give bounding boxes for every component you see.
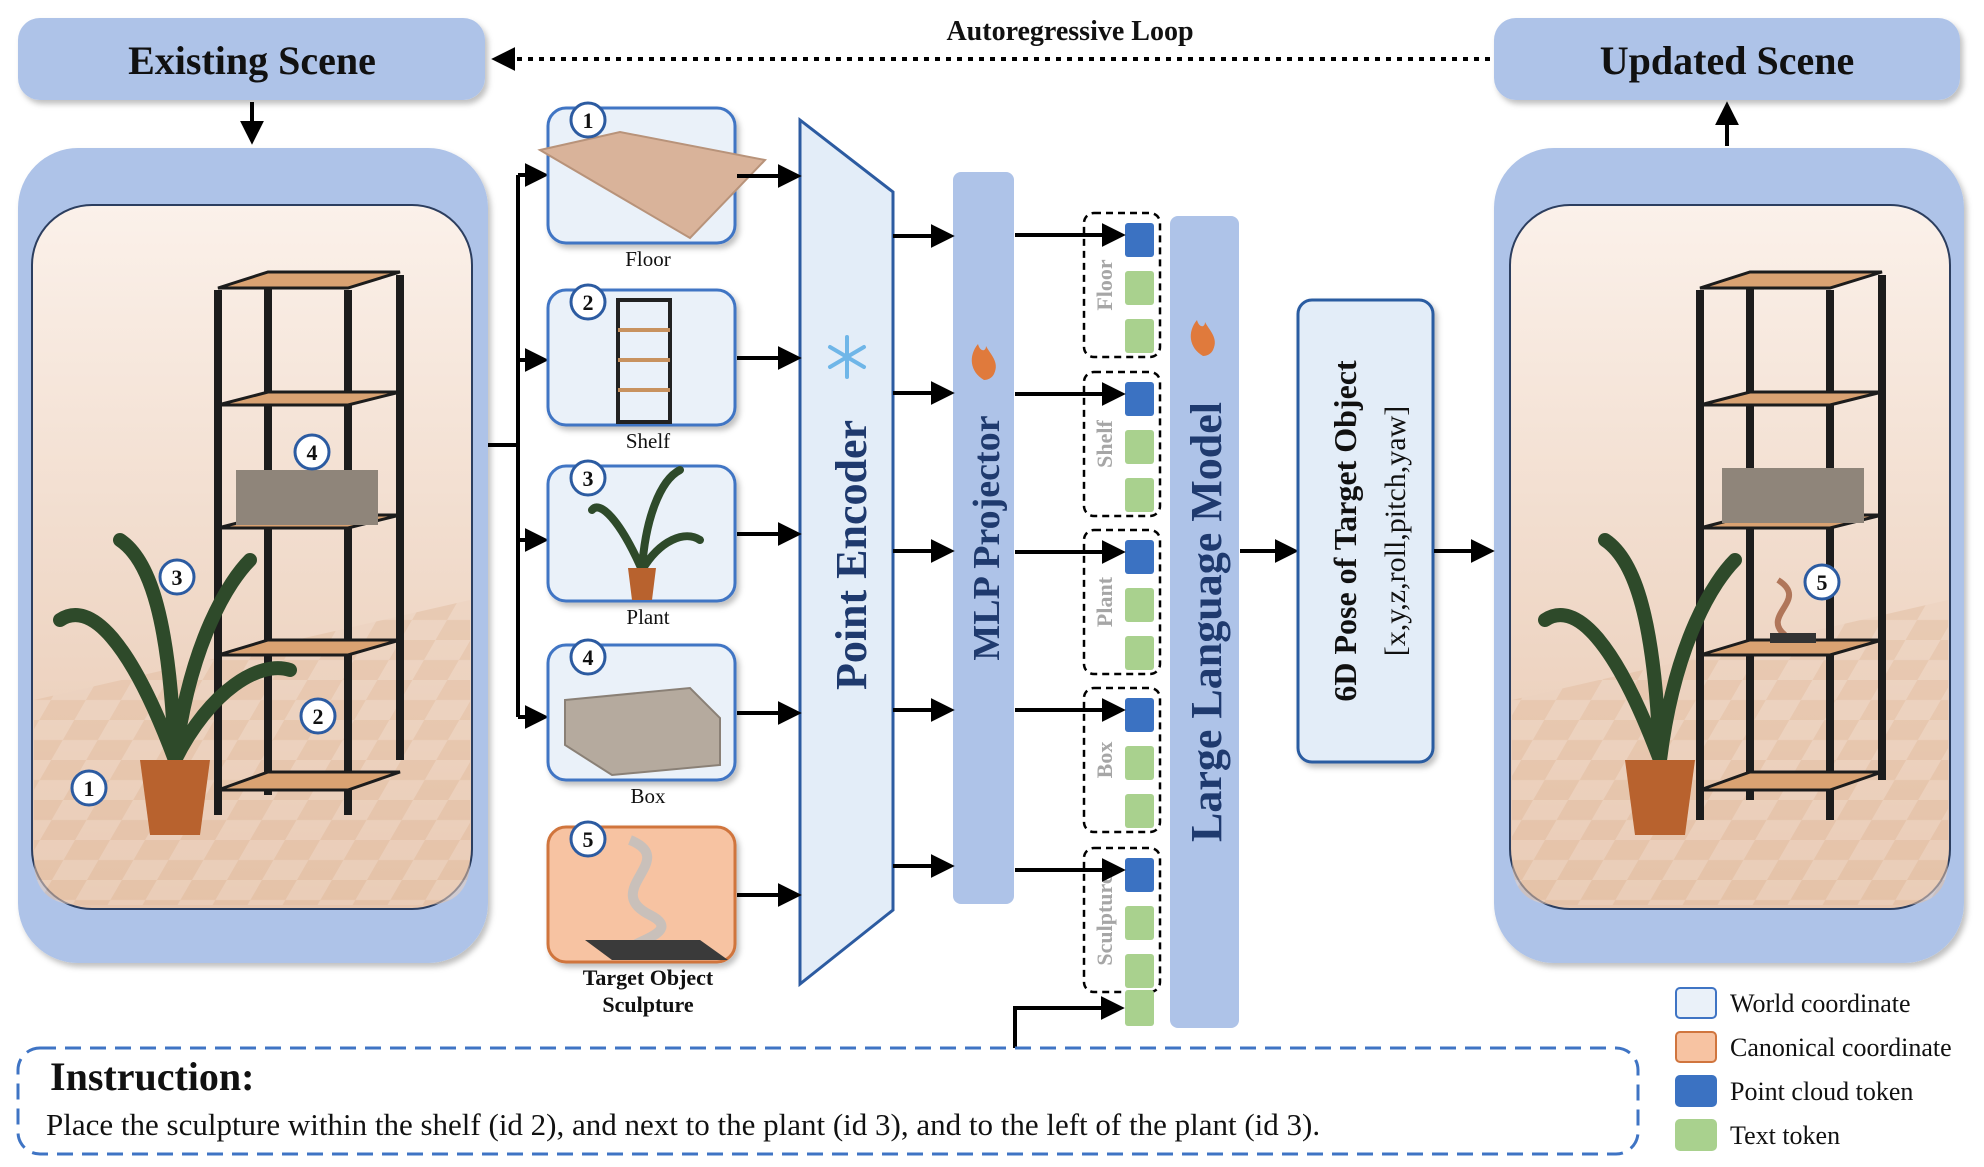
object-badge-4: 4 bbox=[569, 638, 607, 676]
large-language-model: Large Language Model bbox=[1170, 216, 1239, 1028]
token-group-label: Shelf bbox=[1092, 419, 1117, 467]
legend-swatch bbox=[1675, 1031, 1717, 1063]
legend-label: World coordinate bbox=[1730, 989, 1911, 1018]
text-token bbox=[1125, 319, 1154, 353]
legend-label: Text token bbox=[1730, 1121, 1840, 1150]
token-group-label: Sculpture bbox=[1092, 874, 1117, 966]
legend-label: Point cloud token bbox=[1730, 1077, 1913, 1106]
svg-text:1: 1 bbox=[583, 108, 594, 133]
flame-icon bbox=[971, 344, 996, 380]
existing-scene-panel bbox=[18, 148, 488, 963]
floor-thumbnail bbox=[537, 130, 767, 240]
svg-text:3: 3 bbox=[172, 565, 183, 590]
sculpture-label: Target Object bbox=[583, 965, 714, 990]
text-token bbox=[1125, 478, 1154, 512]
branch-connector bbox=[488, 175, 520, 717]
scene-marker-4: 4 bbox=[293, 433, 331, 471]
point-encoder-label: Point Encoder bbox=[827, 420, 876, 690]
placed-sculpture bbox=[1770, 577, 1816, 643]
point-cloud-token bbox=[1125, 698, 1154, 732]
plant-label: Plant bbox=[626, 605, 669, 629]
autoregressive-loop-label: Autoregressive Loop bbox=[946, 16, 1193, 47]
existing-scene-header: Existing Scene bbox=[18, 18, 485, 100]
scene-marker-3: 3 bbox=[158, 558, 196, 596]
token-group-label: Floor bbox=[1092, 259, 1117, 311]
sculpture-thumbnail bbox=[585, 835, 728, 960]
svg-text:4: 4 bbox=[307, 440, 318, 465]
object-badge-3: 3 bbox=[569, 459, 607, 497]
text-token bbox=[1125, 746, 1154, 780]
token-group-shelf: Shelf bbox=[1082, 370, 1162, 518]
instruction-box: Instruction: Place the sculpture within … bbox=[16, 1046, 1640, 1156]
svg-text:2: 2 bbox=[583, 290, 594, 315]
text-token bbox=[1125, 906, 1154, 940]
token-group-floor: Floor bbox=[1082, 211, 1162, 359]
token-group-sculpture: Sculpture bbox=[1082, 846, 1162, 994]
object-badge-5: 5 bbox=[569, 820, 607, 858]
floor-label: Floor bbox=[625, 247, 671, 271]
pose-formula: [x,y,z,roll,pitch,yaw] bbox=[1379, 406, 1412, 656]
llm-label: Large Language Model bbox=[1182, 402, 1231, 842]
mlp-projector: MLP Projector bbox=[953, 172, 1014, 904]
token-group-plant: Plant bbox=[1082, 528, 1162, 676]
svg-text:1: 1 bbox=[84, 776, 95, 801]
svg-text:2: 2 bbox=[313, 704, 324, 729]
mlp-projector-label: MLP Projector bbox=[966, 415, 1008, 660]
plant-illustration bbox=[53, 533, 297, 835]
point-cloud-token bbox=[1125, 858, 1154, 892]
text-token bbox=[1125, 794, 1154, 828]
svg-text:4: 4 bbox=[583, 645, 594, 670]
updated-scene-title: Updated Scene bbox=[1600, 38, 1854, 83]
scene-marker-1: 1 bbox=[70, 769, 108, 807]
text-token bbox=[1125, 588, 1154, 622]
updated-scene-header: Updated Scene bbox=[1494, 18, 1960, 100]
point-cloud-token bbox=[1125, 540, 1154, 574]
token-group-label: Plant bbox=[1092, 576, 1117, 627]
legend-swatch bbox=[1675, 987, 1717, 1019]
legend-swatch bbox=[1675, 1075, 1717, 1107]
svg-text:3: 3 bbox=[583, 466, 594, 491]
sculpture-label-2: Sculpture bbox=[602, 992, 694, 1017]
text-token bbox=[1125, 430, 1154, 464]
snowflake-icon bbox=[828, 335, 866, 379]
shelf-illustration bbox=[214, 275, 404, 815]
instruction-text: Place the sculpture within the shelf (id… bbox=[46, 1107, 1320, 1142]
legend-label: Canonical coordinate bbox=[1730, 1033, 1952, 1062]
token-group-box: Box bbox=[1082, 686, 1162, 834]
svg-text:5: 5 bbox=[583, 827, 594, 852]
object-badge-2: 2 bbox=[569, 283, 607, 321]
scene-marker-2: 2 bbox=[299, 697, 337, 735]
updated-scene-panel bbox=[1494, 148, 1964, 963]
pose-title: 6D Pose of Target Object bbox=[1327, 360, 1363, 702]
plant-thumbnail bbox=[588, 466, 704, 600]
token-group-label: Box bbox=[1092, 742, 1117, 779]
pose-output-box: 6D Pose of Target Object [x,y,z,roll,pit… bbox=[1296, 298, 1435, 764]
box-illustration bbox=[236, 470, 378, 525]
object-badge-1: 1 bbox=[569, 101, 607, 139]
legend-swatch bbox=[1675, 1119, 1717, 1151]
instruction-text-token bbox=[1125, 990, 1154, 1026]
text-token bbox=[1125, 954, 1154, 988]
point-encoder: Point Encoder bbox=[798, 116, 895, 988]
flame-icon-llm bbox=[1190, 320, 1215, 356]
existing-scene-title: Existing Scene bbox=[128, 38, 376, 83]
point-cloud-token bbox=[1125, 382, 1154, 416]
svg-text:5: 5 bbox=[1817, 570, 1828, 595]
instruction-title: Instruction: bbox=[50, 1054, 254, 1099]
box-label: Box bbox=[630, 784, 666, 808]
scene-marker-5: 5 bbox=[1803, 563, 1841, 601]
shelf-thumbnail bbox=[616, 298, 672, 424]
text-token bbox=[1125, 271, 1154, 305]
point-cloud-token bbox=[1125, 223, 1154, 257]
box-thumbnail bbox=[564, 686, 721, 777]
shelf-label: Shelf bbox=[626, 429, 670, 453]
text-token bbox=[1125, 636, 1154, 670]
